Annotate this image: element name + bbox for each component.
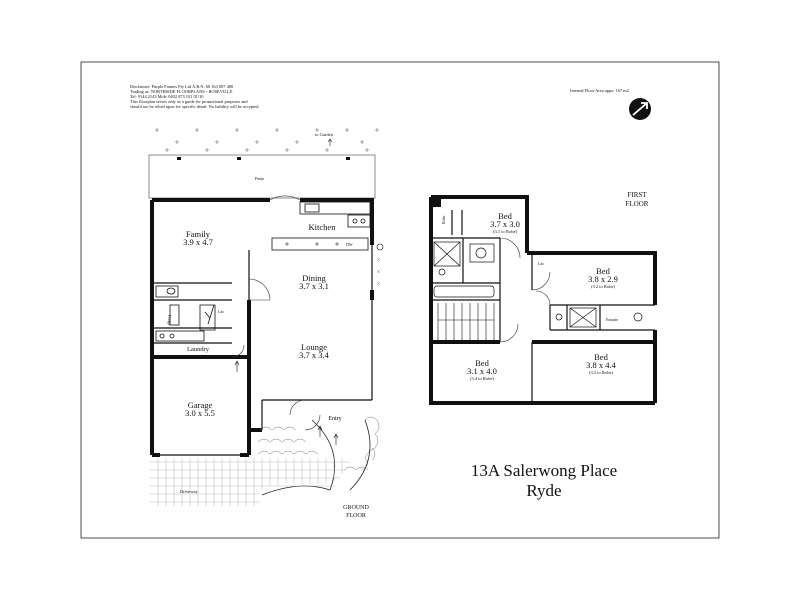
- compass-icon: [629, 98, 651, 120]
- first-floor-label-1: FIRST: [627, 191, 647, 199]
- linen-label: Lin: [218, 309, 224, 314]
- internal-floor-area: Internal Floor Area appx: 167 m2: [570, 88, 629, 93]
- ground-floor-label-2: FLOOR: [346, 513, 366, 519]
- bed-3-note: (3.4 to Robe): [470, 376, 494, 381]
- bed-4-name: Bed: [594, 352, 608, 362]
- room-dining-dims: 3.7 x 3.1: [299, 281, 329, 291]
- room-laundry-name: Laundry: [187, 346, 210, 353]
- driveway-paving: [150, 458, 350, 506]
- entry-garden: [257, 416, 380, 471]
- patio-label: Patio: [255, 176, 265, 181]
- bathroom-fixtures: [433, 241, 643, 328]
- disclaimer-line-5: should not be relied upon for specific d…: [130, 104, 260, 109]
- first-floor-label-2: FLOOR: [626, 200, 649, 208]
- bed-2-dims: 3.8 x 2.9: [588, 274, 618, 284]
- bed-4-dims: 3.8 x 4.4: [586, 360, 617, 370]
- address-suburb: Ryde: [526, 481, 561, 500]
- to-garden-label: to Garden: [315, 132, 334, 137]
- kitchen-bench: [271, 201, 371, 251]
- room-garage-dims: 3.0 x 5.5: [185, 408, 215, 418]
- room-lounge-name: Lounge: [301, 342, 327, 352]
- room-lounge-dims: 3.7 x 3.4: [299, 350, 330, 360]
- driveway-label: Driveway: [180, 489, 198, 494]
- room-family-name: Family: [186, 229, 211, 239]
- room-kitchen-name: Kitchen: [309, 222, 337, 232]
- first-floor-walls: [429, 195, 657, 405]
- bed-3-name: Bed: [475, 358, 489, 368]
- room-dining-name: Dining: [302, 273, 326, 283]
- garden-hedge: [155, 128, 379, 152]
- fridge-label: Fridge: [167, 315, 172, 326]
- disclaimer-line-1: Disclaimer: Purple Frames Pty Ltd A.B.N.…: [130, 84, 234, 89]
- bed-1-note: (3.1 to Robe): [493, 229, 517, 234]
- robe-label: Robe: [441, 215, 446, 224]
- disclaimer: Disclaimer: Purple Frames Pty Ltd A.B.N.…: [130, 84, 260, 109]
- disclaimer-line-3: Tel: 9144 2143 Mob: 0402 073 101 01/10: [130, 94, 204, 99]
- room-family-dims: 3.9 x 4.7: [183, 237, 213, 247]
- bed-2-note: (3.2 to Robe): [591, 284, 615, 289]
- first-floor-plan: Robe Lin Ensuite Bed 3.7 x 3.0 (3.1 to R…: [429, 191, 657, 405]
- bed-3-dims: 3.1 x 4.0: [467, 366, 497, 376]
- tap-icon: [376, 243, 384, 251]
- room-entry-name: Entry: [328, 416, 341, 422]
- room-garage-name: Garage: [188, 400, 213, 410]
- disclaimer-line-4: This floorplan serves only as a guide fo…: [130, 99, 248, 104]
- bed-4-note: (3.2 to Robe): [589, 370, 613, 375]
- bed-1-dims: 3.7 x 3.0: [490, 219, 520, 229]
- bed-2-name: Bed: [596, 266, 610, 276]
- to-garden-arrow-icon: [327, 138, 333, 146]
- address-street: 13A Salerwong Place: [471, 461, 617, 480]
- staircase: [437, 303, 495, 340]
- linen-label-first: Lin: [538, 261, 544, 266]
- ground-floor-label-1: GROUND: [343, 505, 369, 511]
- disclaimer-line-2: Trading as: NORTHSIDE FLOORPLANS - ROSEV…: [130, 89, 233, 94]
- ground-floor-plan: to Garden Patio: [148, 128, 384, 519]
- ensuite-label: Ensuite: [606, 317, 618, 322]
- laundry-fixtures: [155, 285, 216, 342]
- window-marks: [376, 257, 381, 286]
- ground-walls: [150, 198, 374, 457]
- bed-1-name: Bed: [498, 211, 512, 221]
- dishwasher-label: DW: [346, 242, 353, 247]
